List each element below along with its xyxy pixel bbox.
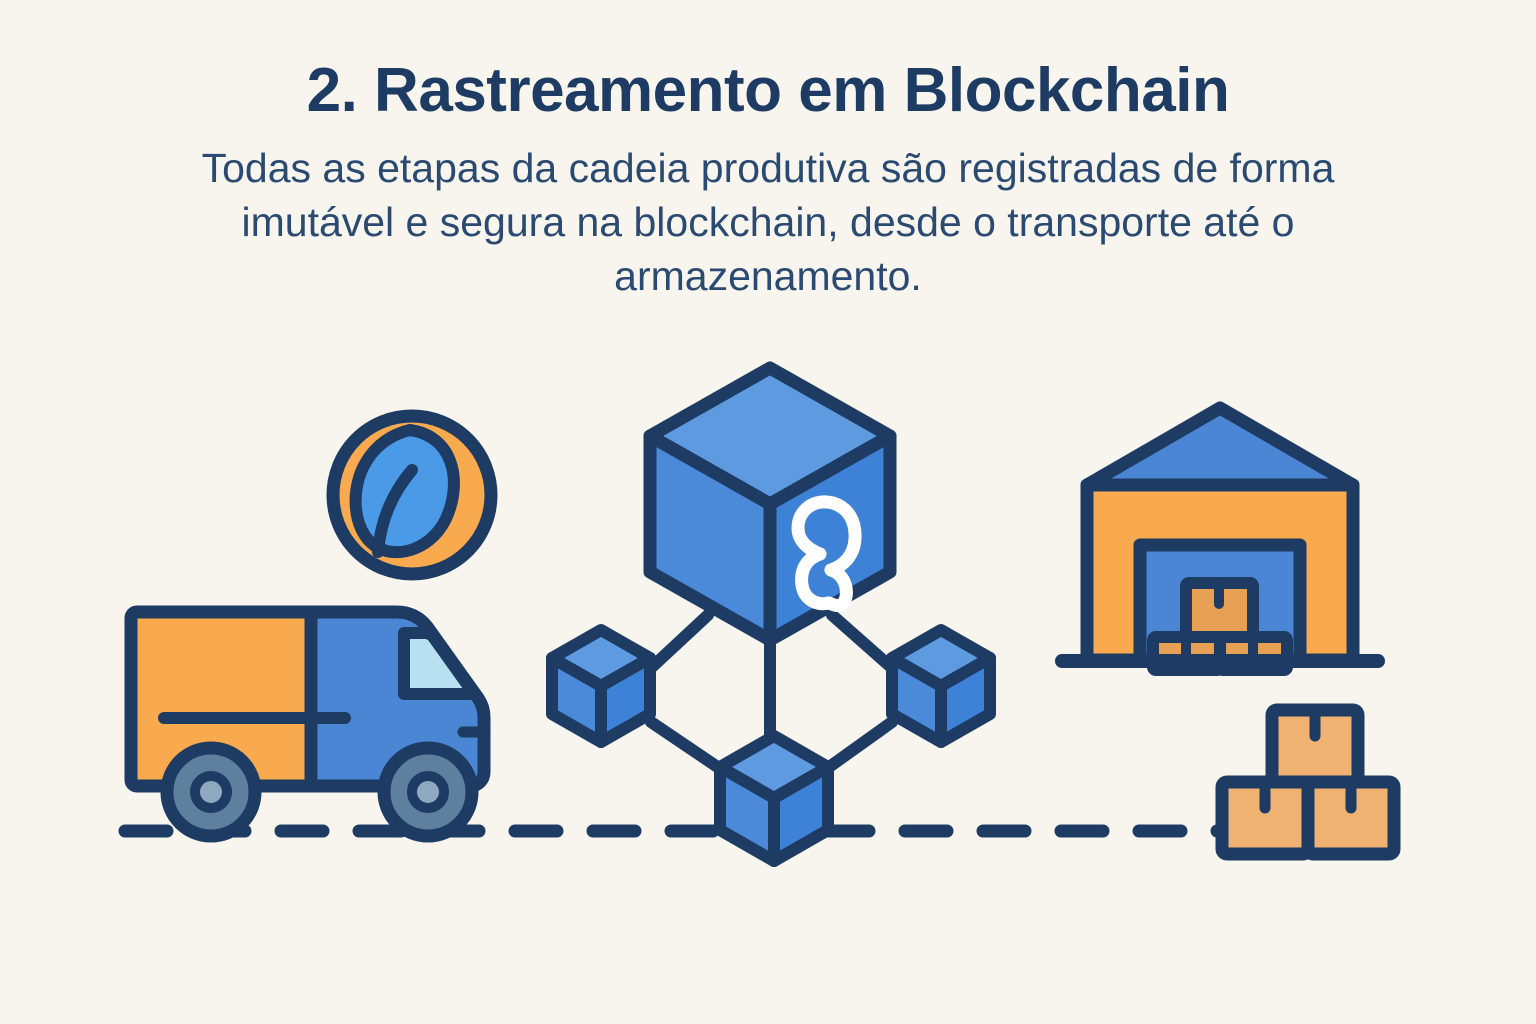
package-top — [1265, 703, 1365, 789]
delivery-truck — [124, 605, 491, 843]
leaf-icon — [349, 424, 460, 559]
small-cube-left — [546, 624, 656, 748]
truck-rear-wheel — [160, 741, 262, 843]
small-cube-right — [886, 624, 996, 748]
package-bottom-right — [1301, 775, 1401, 861]
warehouse — [1055, 401, 1385, 676]
chain-link-icon — [791, 495, 862, 613]
header-text-block: 2. Rastreamento em Blockchain Todas as e… — [0, 0, 1536, 303]
truck-window — [398, 627, 480, 700]
blockchain-network — [546, 361, 996, 867]
page-title: 2. Rastreamento em Blockchain — [306, 56, 1230, 125]
page-subtitle: Todas as etapas da cadeia produtiva são … — [201, 144, 1335, 300]
warehouse-box-top — [1180, 577, 1259, 643]
package-stack — [1215, 703, 1401, 861]
illustration-area — [0, 340, 1536, 900]
truck-front-wheel — [377, 741, 479, 843]
supply-chain-illustration-svg — [118, 361, 1401, 867]
small-cube-bottom — [714, 730, 834, 867]
package-bottom-left — [1215, 775, 1315, 861]
eco-leaf-badge — [326, 409, 498, 581]
warehouse-roof — [1080, 401, 1360, 492]
main-blockchain-cube — [643, 361, 897, 647]
